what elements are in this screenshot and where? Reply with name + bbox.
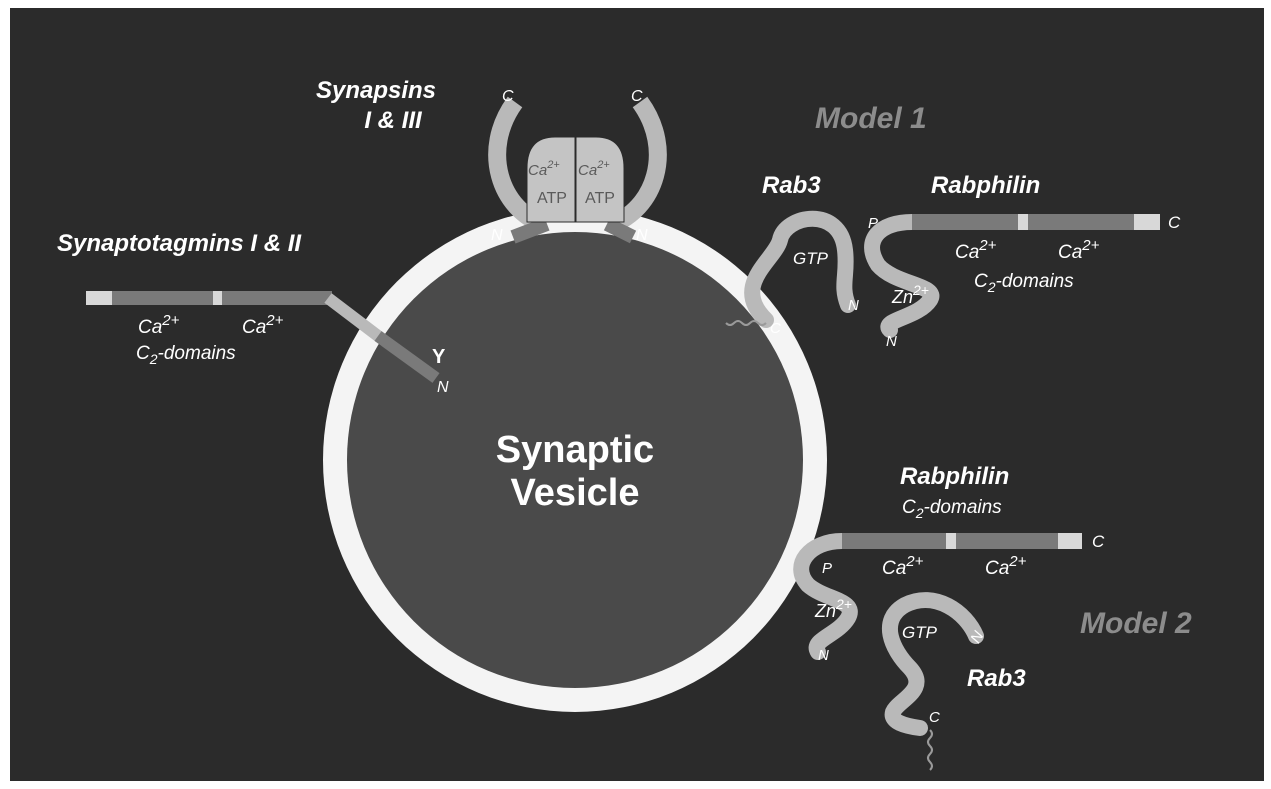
model1-gtp-label: GTP xyxy=(793,249,829,268)
model2-rabphilin-linker xyxy=(946,533,956,549)
model2-rabphilin-c-end xyxy=(1058,533,1082,549)
model2-n-label: N xyxy=(818,647,829,664)
synapsin-right-head xyxy=(576,137,624,222)
synapsins-title-line1: Synapsins xyxy=(316,77,436,104)
synapsins-title-line2: I & III xyxy=(364,107,423,134)
model2-p-label: P xyxy=(822,560,832,577)
model1-label: Model 1 xyxy=(815,102,927,135)
model1-rab3-title: Rab3 xyxy=(762,172,821,199)
vesicle-label-line1: Synaptic xyxy=(496,429,654,471)
synaptotagmin-glycosylation-icon: Y xyxy=(432,346,446,368)
model1-rabphilin-title: Rabphilin xyxy=(931,172,1040,199)
synaptotagmin-n-label: N xyxy=(437,379,449,396)
model2-rabphilin-c2a-domain xyxy=(842,533,946,549)
vesicle-label-line2: Vesicle xyxy=(511,472,640,514)
synapsin-left-c-label: C xyxy=(502,88,514,105)
model1-n-label: N xyxy=(886,333,897,350)
synaptotagmin-c2b-domain xyxy=(222,291,332,305)
synaptotagmin-linker xyxy=(213,291,222,305)
model2-rab3-title: Rab3 xyxy=(967,665,1026,692)
synapsin-right-n-label: N xyxy=(636,227,648,244)
model1-rabphilin-linker xyxy=(1018,214,1028,230)
model1-rabphilin-c2a-domain xyxy=(912,214,1018,230)
model2-rab3-c-label: C xyxy=(929,709,940,726)
synapsin-left-atp: ATP xyxy=(537,190,567,207)
model1-rabphilin-c2b-domain xyxy=(1028,214,1134,230)
model2-gtp-label: GTP xyxy=(902,623,938,642)
model2-rabphilin-c2b-domain xyxy=(956,533,1058,549)
synaptotagmins-title: Synaptotagmins I & II xyxy=(57,230,302,257)
synapsin-left-n-label: N xyxy=(491,227,503,244)
model1-rab3-n-label: N xyxy=(848,297,859,314)
synaptotagmin-c2a-domain xyxy=(112,291,213,305)
model1-p-label: P xyxy=(868,215,878,232)
synapsin-right-atp: ATP xyxy=(585,190,615,207)
model2-label: Model 2 xyxy=(1080,607,1192,640)
model1-rabphilin-c-end xyxy=(1134,214,1160,230)
model1-rab3-c-label: C xyxy=(770,320,781,337)
model1-c-label: C xyxy=(1168,213,1181,232)
synapsin-right-c-label: C xyxy=(631,88,643,105)
model2-c-label: C xyxy=(1092,532,1105,551)
synaptotagmin-n-end xyxy=(86,291,112,305)
synapsin-left-head xyxy=(527,137,575,222)
model2-rabphilin-title: Rabphilin xyxy=(900,463,1009,490)
